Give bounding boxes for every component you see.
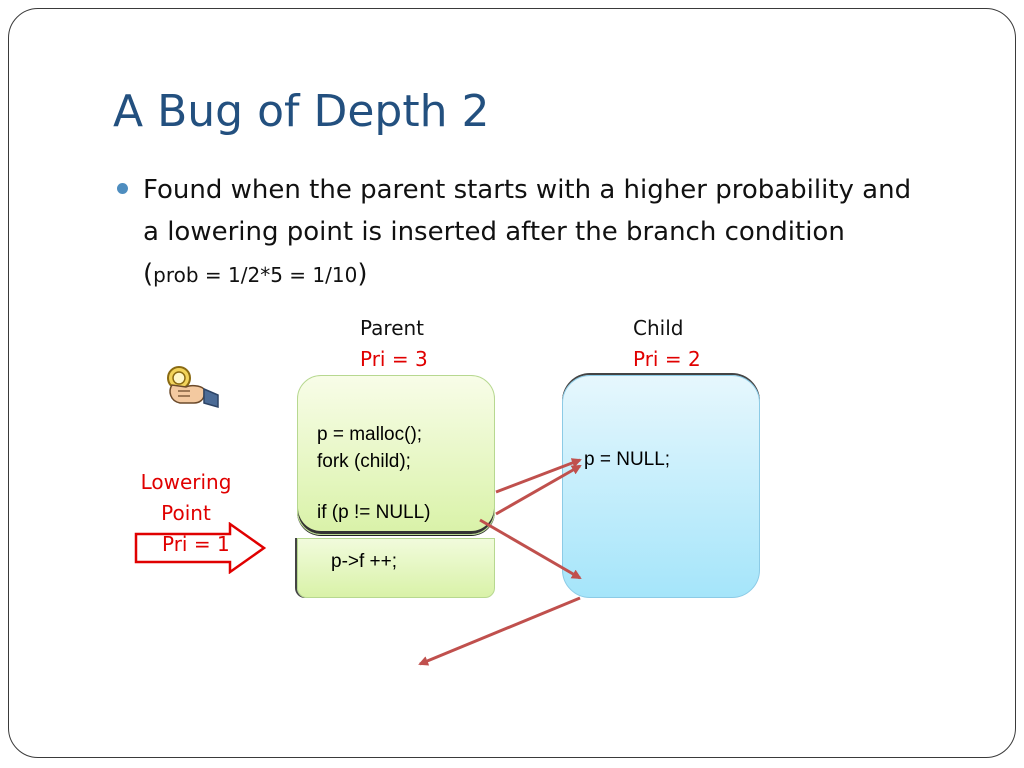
arrow-child-to-parent [418, 596, 581, 666]
bullet-prob: prob = 1/2*5 = 1/10 [153, 263, 358, 287]
parent-header: Parent Pri = 3 [360, 313, 428, 375]
child-header: Child Pri = 2 [633, 313, 701, 375]
parent-code: p = malloc(); fork (child); [317, 424, 423, 472]
arrow-condition-to-child-end [479, 518, 582, 580]
bullet-paren-open: ( [143, 259, 154, 289]
arrow-condition-to-child [495, 464, 582, 516]
bullet-text: Found when the parent starts with a high… [143, 169, 983, 296]
child-process-box: p = NULL; [562, 375, 760, 598]
parent-condition: if (p != NULL) [317, 502, 431, 523]
bullet-line-2: a lowering point is inserted after the b… [143, 217, 845, 247]
parent-after-lowering-code: p->f ++; [331, 551, 398, 572]
parent-process-box: p = malloc(); fork (child); if (p != NUL… [297, 375, 495, 535]
lowering-point-priority: Pri = 1 [162, 532, 230, 556]
child-code: p = NULL; [584, 449, 671, 470]
hand-holding-magnifier-icon [167, 366, 219, 408]
child-label: Child [633, 316, 684, 340]
parent-label: Parent [360, 316, 425, 340]
bullet-line-1: Found when the parent starts with a high… [143, 175, 912, 205]
bullet-dot-icon [117, 183, 128, 194]
lowering-point-label: Lowering Point [140, 470, 232, 525]
block-arrow-right-icon [134, 522, 267, 574]
bullet-paren-close: ) [357, 259, 368, 289]
slide-title: A Bug of Depth 2 [113, 86, 490, 137]
child-priority: Pri = 2 [633, 347, 701, 371]
parent-priority: Pri = 3 [360, 347, 428, 371]
arrow-fork-to-child [495, 458, 582, 494]
parent-after-lowering-box: p->f ++; [297, 538, 495, 598]
